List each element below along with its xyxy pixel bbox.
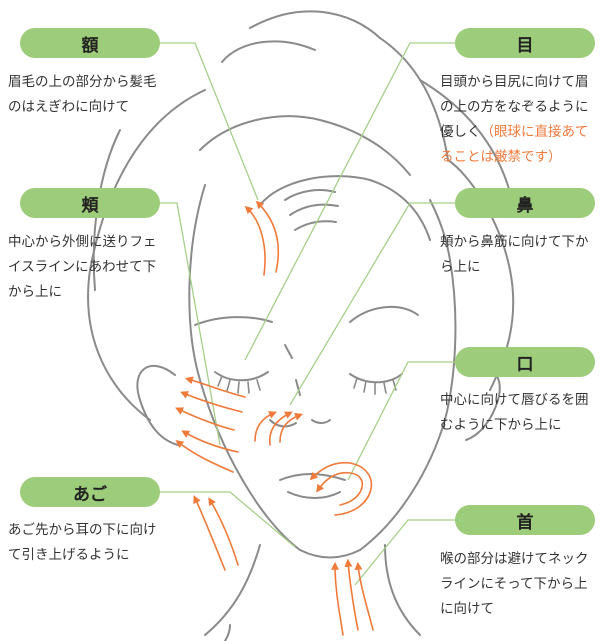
chin-line-2: て引き上げるように xyxy=(8,547,130,563)
chin-label: あご xyxy=(20,477,160,507)
cheek-line-3: から上に xyxy=(8,284,62,300)
eye-warning-b: ることは厳禁です） xyxy=(440,149,562,165)
cheek-line-1: 中心から外側に送りフェ xyxy=(8,234,157,250)
cheek-description: 中心から外側に送りフェ イスラインにあわせて下 から上に xyxy=(8,230,157,305)
nose-description: 頬から鼻筋に向けて下か ら上に xyxy=(440,230,589,280)
nose-line-1: 頬から鼻筋に向けて下か xyxy=(440,234,589,250)
neck-line-1: 喉の部分は避けてネック xyxy=(440,551,589,567)
neck-description: 喉の部分は避けてネック ラインにそって下から上 に向けて xyxy=(440,547,589,622)
eyelashes xyxy=(217,375,397,395)
nose-label: 鼻 xyxy=(455,188,595,218)
eye-line-2: の上の方をなぞるように xyxy=(440,99,589,115)
neck-line-2: ラインにそって下から上 xyxy=(440,576,588,592)
mouth-line-1: 中心に向けて唇びるを囲 xyxy=(440,392,589,408)
cheek-label: 頬 xyxy=(20,188,160,218)
eye-label: 目 xyxy=(455,28,595,58)
massage-arrows xyxy=(175,200,374,636)
chin-line-1: あご先から耳の下に向け xyxy=(8,522,157,538)
nose-line-2: ら上に xyxy=(440,259,481,275)
eye-warning-a: （眼球に直接あて xyxy=(480,124,589,140)
leader-lines xyxy=(160,42,455,586)
mouth-line-2: むように下から上に xyxy=(440,417,562,433)
forehead-line-2: のはえぎわに向けて xyxy=(8,99,130,115)
neck-line-3: に向けて xyxy=(440,601,494,617)
mouth-description: 中心に向けて唇びるを囲 むように下から上に xyxy=(440,388,589,438)
cheek-line-2: イスラインにあわせて下 xyxy=(8,259,157,275)
chin-description: あご先から耳の下に向け て引き上げるように xyxy=(8,518,157,568)
head-outline xyxy=(87,10,515,641)
mouth-label: 口 xyxy=(455,347,595,377)
eye-description: 目頭から目尻に向けて眉 の上の方をなぞるように 優しく（眼球に直接あて ることは… xyxy=(440,70,589,170)
eye-line-3: 優しく（眼球に直接あて xyxy=(440,120,589,145)
forehead-description: 眉毛の上の部分から髪毛 のはえぎわに向けて xyxy=(8,70,157,120)
forehead-line-1: 眉毛の上の部分から髪毛 xyxy=(8,74,157,90)
eye-line-3-prefix: 優しく xyxy=(440,124,481,140)
eye-line-1: 目頭から目尻に向けて眉 xyxy=(440,74,589,90)
forehead-label: 額 xyxy=(20,28,160,58)
neck-label: 首 xyxy=(455,505,595,535)
